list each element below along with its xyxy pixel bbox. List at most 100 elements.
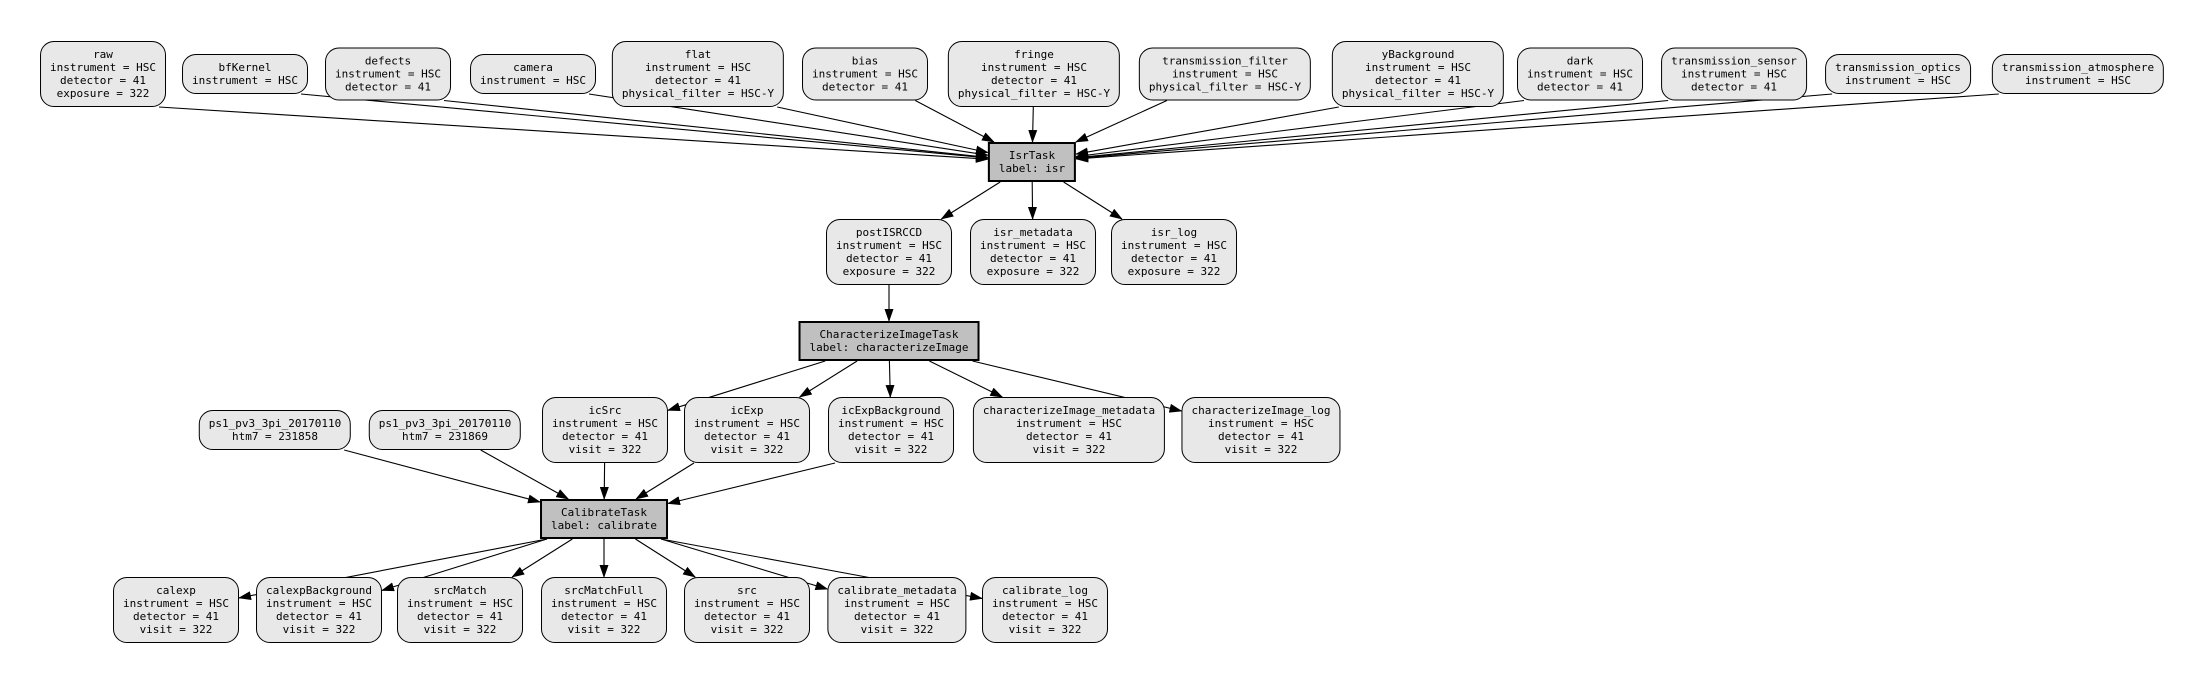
node-label-line: IsrTask (1008, 149, 1056, 162)
node-label-line: instrument = HSC (480, 74, 586, 87)
node-label-line: detector = 41 (845, 252, 933, 265)
node-label-line: raw (93, 48, 113, 61)
node-label-line: instrument = HSC (1016, 417, 1122, 430)
node-label-line: visit = 322 (710, 443, 784, 456)
edge-characterizeImage-icExpBackground (885, 360, 895, 398)
node-label-line: instrument = HSC (1845, 74, 1951, 87)
node-label-line: dark (1566, 54, 1594, 68)
node-label-line: instrument = HSC (981, 61, 1087, 74)
node-label-line: instrument = HSC (552, 417, 658, 430)
node-label-line: icSrc (588, 404, 622, 417)
node-label-line: exposure = 322 (986, 265, 1080, 278)
node-label-line: flat (684, 48, 712, 61)
node-label-line: visit = 322 (568, 443, 642, 456)
node-label-line: detector = 41 (1536, 80, 1624, 94)
node-label-line: instrument = HSC (335, 67, 441, 81)
node-label-line: detector = 41 (654, 74, 742, 87)
edge-icExpBackground-calibrate (667, 462, 836, 506)
node-label-line: instrument = HSC (123, 597, 229, 610)
node-label-line: label: calibrate (551, 519, 657, 532)
node-label-line: transmission_optics (1835, 61, 1961, 74)
node-label-line: detector = 41 (853, 610, 941, 623)
node-label-line: detector = 41 (560, 610, 648, 623)
node-label-line: characterizeImage_metadata (982, 404, 1156, 417)
node-label-line: instrument = HSC (694, 597, 800, 610)
node-label-line: srcMatchFull (564, 584, 644, 597)
node-label-line: detector = 41 (59, 74, 147, 87)
edge-dark-isr (1075, 99, 1525, 160)
edge-bfKernel-isr (300, 93, 989, 162)
node-label-line: instrument = HSC (992, 597, 1098, 610)
node-label-line: instrument = HSC (551, 597, 657, 610)
node-label-line: CalibrateTask (560, 506, 648, 519)
node-label-line: isr_metadata (993, 226, 1073, 239)
node-label-line: instrument = HSC (1365, 61, 1471, 74)
node-label-line: detector = 41 (275, 610, 363, 623)
node-label-line: physical_filter = HSC-Y (1148, 80, 1302, 94)
edge-calibrate-srcMatch (511, 538, 573, 578)
node-label-line: detector = 41 (990, 74, 1078, 87)
node-label-line: transmission_filter (1162, 54, 1288, 68)
node-label-line: detector = 41 (847, 430, 935, 443)
node-label-line: visit = 322 (282, 623, 356, 636)
edge-transmission_atmosphere-isr (1075, 93, 1999, 163)
edge-isr-postISRCCD (940, 181, 1001, 220)
node-label-line: instrument = HSC (812, 67, 918, 81)
edge-ps1_b-calibrate (480, 449, 570, 500)
edge-icExp-calibrate (635, 462, 695, 500)
edge-isr-isr_log (1063, 181, 1123, 220)
node-label-line: visit = 322 (1032, 443, 1106, 456)
node-label-line: detector = 41 (344, 80, 432, 94)
node-label-line: instrument = HSC (980, 239, 1086, 252)
node-label-line: label: isr (998, 162, 1066, 175)
node-label-line: exposure = 322 (1127, 265, 1221, 278)
node-label-line: visit = 322 (139, 623, 213, 636)
edge-flat-isr (777, 106, 989, 155)
node-label-line: instrument = HSC (645, 61, 751, 74)
node-label-line: defects (364, 54, 412, 68)
node-label-line: physical_filter = HSC-Y (1341, 87, 1495, 100)
node-label-line: calexpBackground (266, 584, 372, 597)
node-label-line: htm7 = 231869 (401, 430, 489, 443)
node-label-line: detector = 41 (703, 430, 791, 443)
node-label-line: visit = 322 (1008, 623, 1082, 636)
node-label-line: label: characterizeImage (809, 341, 969, 354)
node-label-line: detector = 41 (1374, 74, 1462, 87)
node-label-line: instrument = HSC (694, 417, 800, 430)
node-label-line: ps1_pv3_3pi_20170110 (378, 417, 512, 430)
edge-transmission_sensor-isr (1075, 99, 1669, 162)
node-label-line: transmission_atmosphere (2001, 61, 2155, 74)
node-label-line: detector = 41 (1001, 610, 1089, 623)
node-label-line: htm7 = 231858 (231, 430, 319, 443)
node-label-line: detector = 41 (1025, 430, 1113, 443)
edge-raw-isr (158, 106, 989, 163)
node-label-line: characterizeImage_log (1191, 404, 1331, 417)
node-label-line: postISRCCD (855, 226, 923, 239)
edge-characterizeImage-characterizeImage_metadata (929, 360, 1004, 398)
node-label-line: icExpBackground (841, 404, 941, 417)
node-label-line: physical_filter = HSC-Y (957, 87, 1111, 100)
edge-transmission_optics-isr (1075, 93, 1833, 162)
